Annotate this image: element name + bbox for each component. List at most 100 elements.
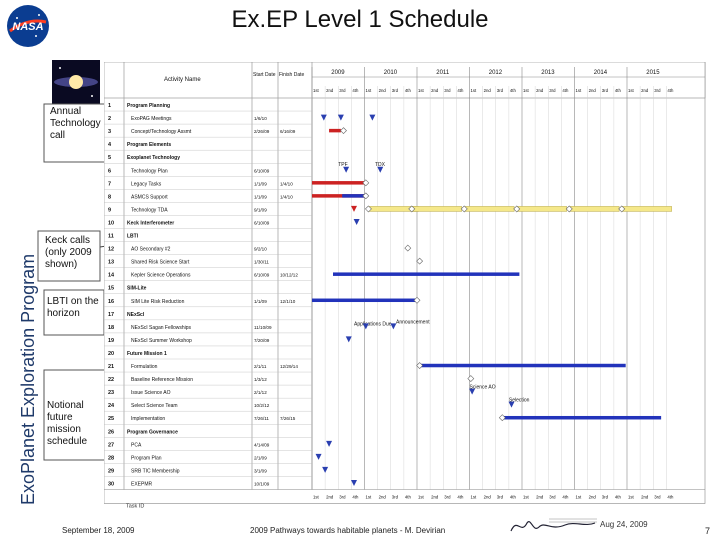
activity-name: ExoPAG Meetings	[131, 116, 172, 122]
quarter-label-bottom: 1st	[628, 495, 635, 500]
sim-lite-bar	[312, 298, 416, 303]
shared-risk-milestone	[416, 257, 424, 265]
quarter-label: 1st	[366, 88, 373, 93]
activity-name: LBTI	[127, 234, 139, 240]
row-number: 2	[108, 116, 111, 122]
vertical-label-text: ExoPlanet Exploration Program	[18, 254, 38, 505]
finish-date: 10/12/12	[280, 273, 298, 278]
quarter-label-bottom: 2nd	[431, 495, 439, 500]
callout-lbti: LBTI on the horizon	[47, 296, 99, 319]
activity-name: Issue Science AO	[131, 390, 171, 396]
row-number: 5	[108, 155, 111, 161]
row-number: 4	[108, 142, 112, 148]
start-date: 6/10/09	[254, 220, 270, 225]
start-date: 1/3/12	[254, 377, 267, 382]
row-number: 7	[108, 181, 111, 187]
sagan-applications-marker	[362, 323, 369, 330]
activity-name: Keck Interferometer	[127, 220, 174, 226]
concept-assessment-bar	[329, 128, 341, 133]
row-number: 13	[108, 260, 114, 266]
year-label: 2015	[646, 70, 660, 76]
activity-name: SIM Lite Risk Reduction	[131, 299, 185, 305]
row-number: 9	[108, 207, 111, 213]
quarter-label-bottom: 4th	[405, 495, 412, 500]
activity-name: Select Science Team	[131, 403, 178, 409]
quarter-label-bottom: 1st	[523, 495, 530, 500]
pca-marker	[326, 440, 333, 447]
row-number: 11	[108, 234, 114, 240]
row-number: 22	[108, 377, 114, 383]
nasa-logo: NASA	[7, 5, 49, 47]
start-date: 2/1/09	[254, 455, 267, 460]
start-date: 9/2/10	[254, 247, 267, 252]
start-date: 10/1/09	[254, 481, 270, 486]
quarter-label-bottom: 1st	[366, 495, 373, 500]
ao-secondary-milestone	[404, 244, 412, 252]
technology-tda-bar	[569, 206, 620, 212]
quarter-label-bottom: 3rd	[654, 495, 661, 500]
selection-marker	[508, 401, 515, 408]
quarter-label-bottom: 3rd	[497, 495, 504, 500]
annotation-science-ao: Science AO	[470, 385, 496, 391]
tda-start	[618, 205, 626, 213]
activity-name: Concept/Technology Assmt	[131, 129, 192, 135]
activity-name: AO Secondary #2	[131, 247, 171, 253]
finish-date: 6/16/09	[280, 129, 296, 134]
start-date: 1/1/09	[254, 194, 267, 199]
page-number: 7	[705, 526, 711, 536]
legacy-tasks-bar	[312, 181, 365, 185]
activity-name: Technology TDA	[131, 207, 168, 213]
quarter-label-bottom: 3rd	[444, 495, 451, 500]
row-number: 1	[108, 103, 111, 109]
footer-center: 2009 Pathways towards habitable planets …	[250, 526, 446, 535]
row-number: 26	[108, 429, 114, 435]
start-date: 1/1/09	[254, 181, 267, 186]
signature	[510, 518, 597, 532]
start-date: 3/1/09	[254, 468, 267, 473]
row-number: 18	[108, 325, 114, 331]
quarter-label-bottom: 1st	[418, 495, 425, 500]
activity-name: Program Governance	[127, 429, 178, 435]
quarter-label: 1st	[576, 88, 583, 93]
finish-date: 12/1/10	[280, 299, 296, 304]
sim-lite-end	[413, 296, 421, 304]
quarter-label-bottom: 4th	[562, 495, 569, 500]
quarter-label-bottom: 2nd	[536, 495, 544, 500]
start-date: 7/20/09	[254, 338, 270, 343]
row-number: 12	[108, 247, 114, 253]
row-number: 20	[108, 351, 114, 357]
annotation-announcement: Announcement	[396, 319, 430, 325]
quarter-label: 2nd	[431, 88, 439, 93]
technology-tda-bar	[411, 206, 462, 212]
kepler-bar	[333, 272, 520, 276]
row-number: 30	[108, 481, 114, 487]
finish-date: 7/26/15	[280, 416, 296, 421]
finish-date: 1/4/10	[280, 194, 293, 199]
callout-notional: Notional future mission schedule	[47, 400, 88, 447]
activity-name: Future Mission 1	[127, 351, 167, 357]
header-activity: Activity Name	[164, 77, 201, 83]
implementation-start	[498, 414, 506, 422]
tda-start	[460, 205, 468, 213]
quarter-label-bottom: 2nd	[484, 495, 492, 500]
quarter-label: 1st	[313, 88, 320, 93]
asmcs-support-bar-red	[312, 194, 365, 198]
legacy-tasks-end	[362, 179, 370, 187]
start-date: 1/6/10	[254, 116, 267, 121]
quarter-label-bottom: 2nd	[326, 495, 334, 500]
callout-annual: Annual Technology call	[50, 106, 101, 141]
quarter-label: 3rd	[392, 88, 399, 93]
technology-tda-bar	[464, 206, 515, 212]
technology-tda-bar	[621, 206, 672, 212]
row-number: 19	[108, 338, 114, 344]
chart-header-band	[104, 62, 706, 99]
finish-date: 12/29/14	[280, 364, 298, 369]
year-label: 2010	[384, 70, 398, 76]
start-date: 2/1/11	[254, 364, 267, 369]
activity-name: Baseline Reference Mission	[131, 377, 193, 383]
tda-start	[513, 205, 521, 213]
exopag-meeting-marker	[320, 114, 327, 121]
activity-name: Exoplanet Technology	[127, 155, 180, 161]
header-start: Start Date	[253, 72, 276, 78]
row-number: 6	[108, 168, 111, 174]
